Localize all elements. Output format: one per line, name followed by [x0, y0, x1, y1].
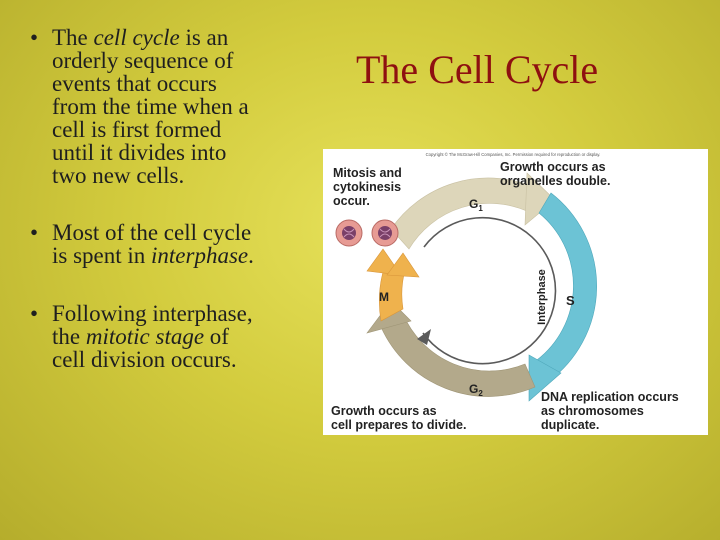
text-run: Most of the cell cycle	[52, 220, 252, 245]
slide-title: The Cell Cycle	[356, 47, 599, 92]
text-run: cell division occurs.	[52, 347, 237, 372]
cell-cycle-diagram: Copyright © The McGraw-Hill Companies, I…	[323, 149, 708, 435]
bullet-line: cell division occurs.	[52, 348, 330, 371]
text-run: is an	[179, 25, 229, 50]
phase-label-g1: G1	[469, 197, 483, 213]
text-run: two new cells.	[52, 163, 185, 188]
growth-organelles-label: Growth occurs as organelles double.	[500, 160, 610, 188]
interphase-inner-arc	[422, 216, 557, 365]
text-run: The	[52, 25, 94, 50]
emphasis-term: mitotic stage	[85, 324, 205, 349]
emphasis-term: interphase	[151, 243, 249, 268]
text-run: is spent in	[52, 243, 152, 268]
interphase-inner-arrowhead	[417, 329, 431, 345]
bullet-line: two new cells.	[52, 164, 330, 187]
interphase-label: Interphase	[536, 269, 548, 325]
bullet-line: the mitotic stage of	[52, 325, 330, 348]
text-run: orderly sequence of	[52, 48, 234, 73]
bullet-line: from the time when a	[52, 95, 330, 118]
growth-prepares-label: Growth occurs as cell prepares to divide…	[331, 404, 466, 432]
bullet-line: cell is first formed	[52, 118, 330, 141]
g1-arc	[390, 177, 532, 250]
cell-icon	[335, 219, 363, 247]
bullet-line: The cell cycle is an	[52, 26, 330, 49]
bullet-line: is spent in interphase.	[52, 244, 330, 267]
cell-icon	[371, 219, 399, 247]
bullet-line: orderly sequence of	[52, 49, 330, 72]
phase-label-m: M	[379, 290, 389, 304]
mitosis-cytokinesis-label: Mitosis and cytokinesis occur.	[333, 166, 405, 208]
g2-arrowhead	[366, 300, 412, 334]
text-run: events that occurs	[52, 71, 217, 96]
phase-label-s: S	[566, 293, 575, 308]
dna-replication-label: DNA replication occurs as chromosomes du…	[541, 390, 682, 432]
bullet-line: until it divides into	[52, 141, 330, 164]
text-run: cell is first formed	[52, 117, 222, 142]
phase-label-g2: G2	[469, 382, 483, 398]
text-run: of	[204, 324, 229, 349]
text-run: from the time when a	[52, 94, 249, 119]
copyright-notice: Copyright © The McGraw-Hill Companies, I…	[426, 152, 601, 157]
text-run: the	[52, 324, 86, 349]
text-run: Following interphase,	[52, 301, 253, 326]
bullet-line: Most of the cell cycle	[52, 221, 330, 244]
bullet-mitotic-stage: Following interphase,the mitotic stage o…	[30, 302, 330, 371]
text-run: .	[248, 243, 254, 268]
bullet-line: events that occurs	[52, 72, 330, 95]
m-arrowhead-right	[386, 252, 420, 278]
text-run: until it divides into	[52, 140, 227, 165]
bullet-line: Following interphase,	[52, 302, 330, 325]
emphasis-term: cell cycle	[93, 25, 180, 50]
g2-arc	[380, 313, 536, 397]
